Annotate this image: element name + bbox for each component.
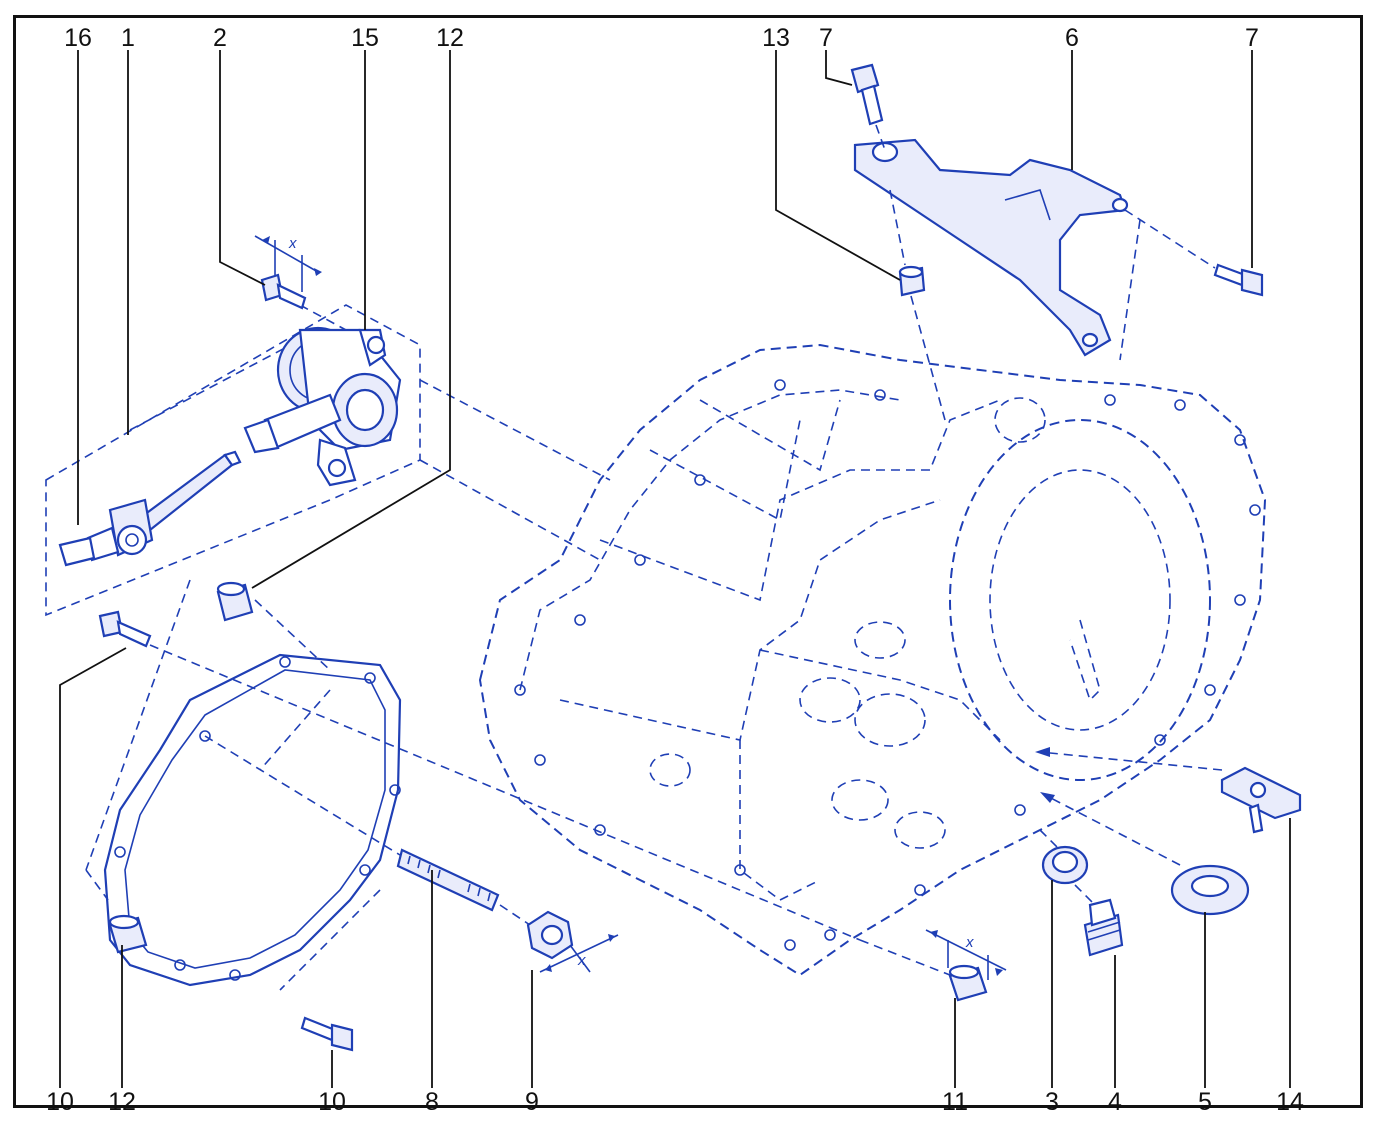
plug-4 xyxy=(1074,884,1124,957)
callout-5: 5 xyxy=(1198,1088,1212,1116)
dust-plate xyxy=(85,579,402,991)
dimension-mark: x xyxy=(965,934,974,951)
bolt-2: x xyxy=(254,235,347,331)
washer-5 xyxy=(1040,792,1250,916)
callout-10-left: 10 xyxy=(46,1088,74,1116)
callout-10-right: 10 xyxy=(318,1088,346,1116)
callout-7-left: 7 xyxy=(819,24,833,52)
clip-14 xyxy=(1035,747,1302,834)
dimension-mark: x xyxy=(288,235,297,252)
bolt-10-bottom xyxy=(300,1016,354,1052)
transmission-housing xyxy=(478,343,1267,977)
guide-line xyxy=(419,459,601,561)
concentric-slave-cylinder xyxy=(243,326,402,487)
dowel-11: x xyxy=(859,929,1007,1002)
bracket-6 xyxy=(853,138,1129,357)
callout-3: 3 xyxy=(1045,1088,1059,1116)
dowel-12-top xyxy=(216,581,254,622)
nut-9: x xyxy=(526,910,619,973)
callout-16: 16 xyxy=(64,24,92,52)
hydraulic-pipe xyxy=(58,450,242,567)
callout-12-bottom: 12 xyxy=(108,1088,136,1116)
callout-9: 9 xyxy=(525,1088,539,1116)
callout-2: 2 xyxy=(213,24,227,52)
bolt-7-right xyxy=(1124,209,1264,297)
callout-12-top: 12 xyxy=(436,24,464,52)
seal-3 xyxy=(1039,829,1089,885)
callout-11: 11 xyxy=(942,1088,968,1116)
callout-6: 6 xyxy=(1065,24,1079,52)
callout-7-right: 7 xyxy=(1245,24,1259,52)
callout-15: 15 xyxy=(351,24,379,52)
callout-4: 4 xyxy=(1108,1088,1122,1116)
dimension-mark: x xyxy=(577,952,586,969)
bolt-10-top xyxy=(98,610,861,941)
leader-lines xyxy=(59,50,1291,1088)
callout-13: 13 xyxy=(762,24,790,52)
dowel-13 xyxy=(889,189,1141,421)
callout-8: 8 xyxy=(425,1088,439,1116)
guide-line xyxy=(419,379,611,481)
callout-14: 14 xyxy=(1276,1088,1304,1116)
dowel-12-bottom xyxy=(108,914,148,954)
stud-8 xyxy=(204,735,531,926)
callout-1: 1 xyxy=(121,24,135,52)
diagram-frame xyxy=(13,15,1363,1108)
bolt-7-top xyxy=(850,63,886,151)
